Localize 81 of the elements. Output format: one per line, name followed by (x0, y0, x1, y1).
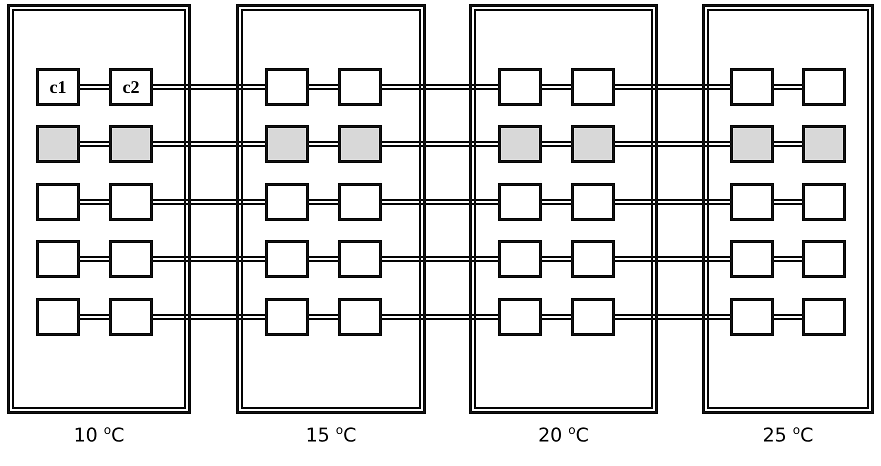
pipe-connector (153, 84, 265, 90)
pipe-connector (615, 256, 730, 262)
empty-box (265, 240, 309, 278)
empty-box (338, 68, 382, 106)
shaded-box (109, 125, 153, 163)
empty-box (730, 68, 774, 106)
empty-box (498, 183, 542, 221)
empty-box (802, 298, 846, 336)
empty-box (109, 298, 153, 336)
pipe-connector (153, 141, 265, 147)
pipe-connector (774, 314, 802, 320)
pipe-connector (615, 314, 730, 320)
pipe-connector (774, 199, 802, 205)
pipe-connector (615, 84, 730, 90)
pipe-connector (774, 84, 802, 90)
pipe-connector (309, 199, 338, 205)
shaded-box (802, 125, 846, 163)
empty-box (36, 240, 80, 278)
empty-box (36, 298, 80, 336)
pipe-connector (382, 199, 498, 205)
pipe-connector (615, 199, 730, 205)
empty-box (109, 183, 153, 221)
pipe-connector (382, 141, 498, 147)
empty-box (802, 68, 846, 106)
empty-box (265, 183, 309, 221)
pipe-connector (309, 256, 338, 262)
pipe-connector (542, 314, 571, 320)
empty-box (802, 183, 846, 221)
pipe-connector (80, 256, 109, 262)
shaded-box (571, 125, 615, 163)
empty-box (571, 298, 615, 336)
empty-box (802, 240, 846, 278)
temperature-label: 25 $^{o}$C (762, 423, 814, 446)
labelled-box (109, 68, 153, 106)
pipe-connector (774, 256, 802, 262)
temperature-label: 20 $^{o}$C (537, 423, 590, 446)
pipe-connector (153, 199, 265, 205)
shaded-box (265, 125, 309, 163)
pipe-connector (382, 256, 498, 262)
pipe-connector (542, 256, 571, 262)
empty-box (730, 298, 774, 336)
temperature-label: 15 $^{o}$C (304, 423, 358, 446)
pipe-connector (615, 141, 730, 147)
empty-box (338, 240, 382, 278)
empty-box (571, 183, 615, 221)
pipe-connector (80, 199, 109, 205)
pipe-connector (80, 314, 109, 320)
empty-box (338, 298, 382, 336)
pipe-connector (80, 84, 109, 90)
empty-box (730, 240, 774, 278)
empty-box (265, 68, 309, 106)
pipe-connector (153, 256, 265, 262)
empty-box (338, 183, 382, 221)
pipe-connector (309, 84, 338, 90)
pipe-connector (309, 141, 338, 147)
pipe-connector (542, 141, 571, 147)
shaded-box (730, 125, 774, 163)
empty-box (498, 298, 542, 336)
empty-box (265, 298, 309, 336)
pipe-connector (382, 84, 498, 90)
temperature-label: 10 $^{o}$C (72, 423, 126, 446)
empty-box (571, 240, 615, 278)
pipe-connector (153, 314, 265, 320)
pipe-connector (382, 314, 498, 320)
pipe-connector (542, 199, 571, 205)
shaded-box (498, 125, 542, 163)
empty-box (571, 68, 615, 106)
empty-box (498, 68, 542, 106)
shaded-box (36, 125, 80, 163)
empty-box (730, 183, 774, 221)
box-label: c1 (50, 76, 66, 98)
shaded-box (338, 125, 382, 163)
empty-box (498, 240, 542, 278)
pipe-connector (774, 141, 802, 147)
pipe-connector (80, 141, 109, 147)
pipe-connector (542, 84, 571, 90)
box-label: c2 (122, 76, 140, 98)
labelled-box (36, 68, 80, 106)
empty-box (36, 183, 80, 221)
empty-box (109, 240, 153, 278)
pipe-connector (309, 314, 338, 320)
